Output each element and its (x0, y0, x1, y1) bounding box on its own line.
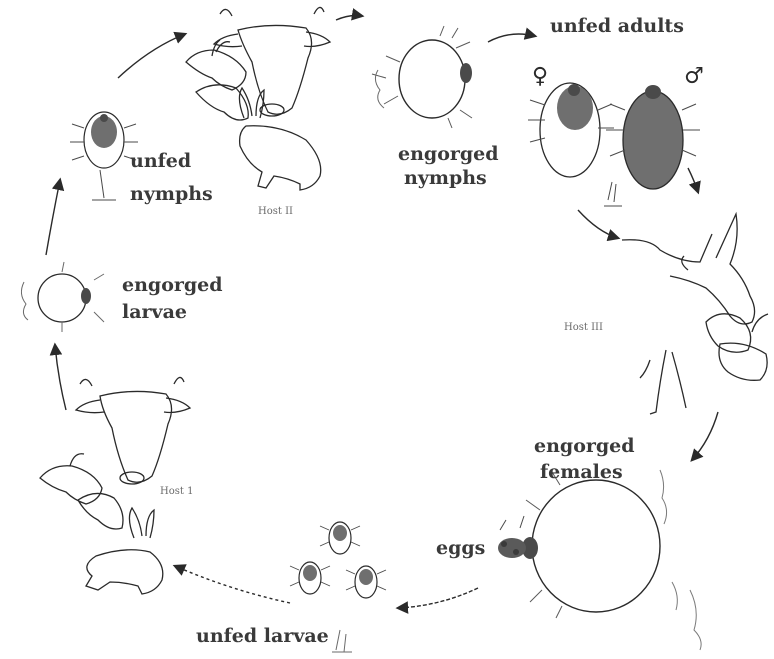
male-symbol: ♂ (684, 64, 704, 89)
rabbit-icon (239, 88, 320, 190)
arrow-host1-to-engorged-larvae (55, 345, 66, 410)
arrow-unfed-nymphs-to-host2 (118, 34, 185, 78)
unfed-adult-female-icon (528, 83, 614, 177)
larva-icon (290, 562, 330, 594)
arrow-adults-to-host3 (578, 210, 618, 238)
female-symbol: ♀ (532, 64, 548, 89)
larva-icon (320, 522, 360, 554)
goat-icon (622, 214, 755, 324)
cow-head-icon (76, 377, 190, 482)
cow-head-icon (214, 7, 330, 114)
egg-mass-icon (498, 516, 526, 558)
goat-legs-icon (650, 350, 686, 414)
goat-head-small-icon (706, 314, 751, 352)
label-engorged-larvae-line2: larvae (122, 302, 187, 324)
label-unfed-nymphs-line1: unfed (130, 151, 191, 173)
label-host-i: Host 1 (160, 486, 193, 498)
goat-head-2-icon (78, 493, 123, 529)
engorged-nymph-icon (372, 26, 472, 128)
arrow-male-to-host3 (688, 168, 698, 192)
label-eggs: eggs (436, 538, 485, 560)
rabbit-icon (86, 508, 163, 594)
arrow-engorged-larvae-to-unfed-nymphs (46, 180, 60, 255)
grass-stalk-icon (332, 630, 352, 652)
arrow-host3-to-engorged-females (692, 412, 718, 460)
larva-icon (346, 566, 386, 598)
label-engorged-larvae-line1: engorged (122, 275, 223, 297)
arrow-larvae-to-host1 (175, 566, 290, 603)
goat-head-icon (40, 454, 102, 504)
host-ii-animals (186, 7, 330, 190)
label-host-iii: Host III (564, 322, 603, 334)
label-engorged-nymphs-line1: engorged (398, 144, 499, 166)
host-iii-animals (622, 214, 768, 414)
label-host-ii: Host II (258, 206, 293, 218)
arrow-engorged-nymphs-to-unfed-adults (488, 34, 535, 42)
unfed-adult-male-icon (604, 85, 700, 206)
label-unfed-adults: unfed adults (550, 16, 684, 38)
arrow-eggs-to-unfed-larvae (398, 588, 478, 608)
engorged-larvae-drops (660, 470, 701, 650)
engorged-female-icon (522, 472, 660, 618)
label-engorged-nymphs-line2: nymphs (404, 168, 487, 190)
label-engorged-females-line2: females (540, 462, 623, 484)
unfed-nymph-icon (70, 112, 138, 200)
label-engorged-females-line1: engorged (534, 436, 635, 458)
label-unfed-nymphs-line2: nymphs (130, 184, 213, 206)
arrow-host2-to-engorged-nymphs (336, 16, 362, 21)
engorged-larva-icon (21, 262, 104, 332)
label-unfed-larvae: unfed larvae (196, 626, 329, 648)
goat-head-icon (186, 40, 246, 90)
